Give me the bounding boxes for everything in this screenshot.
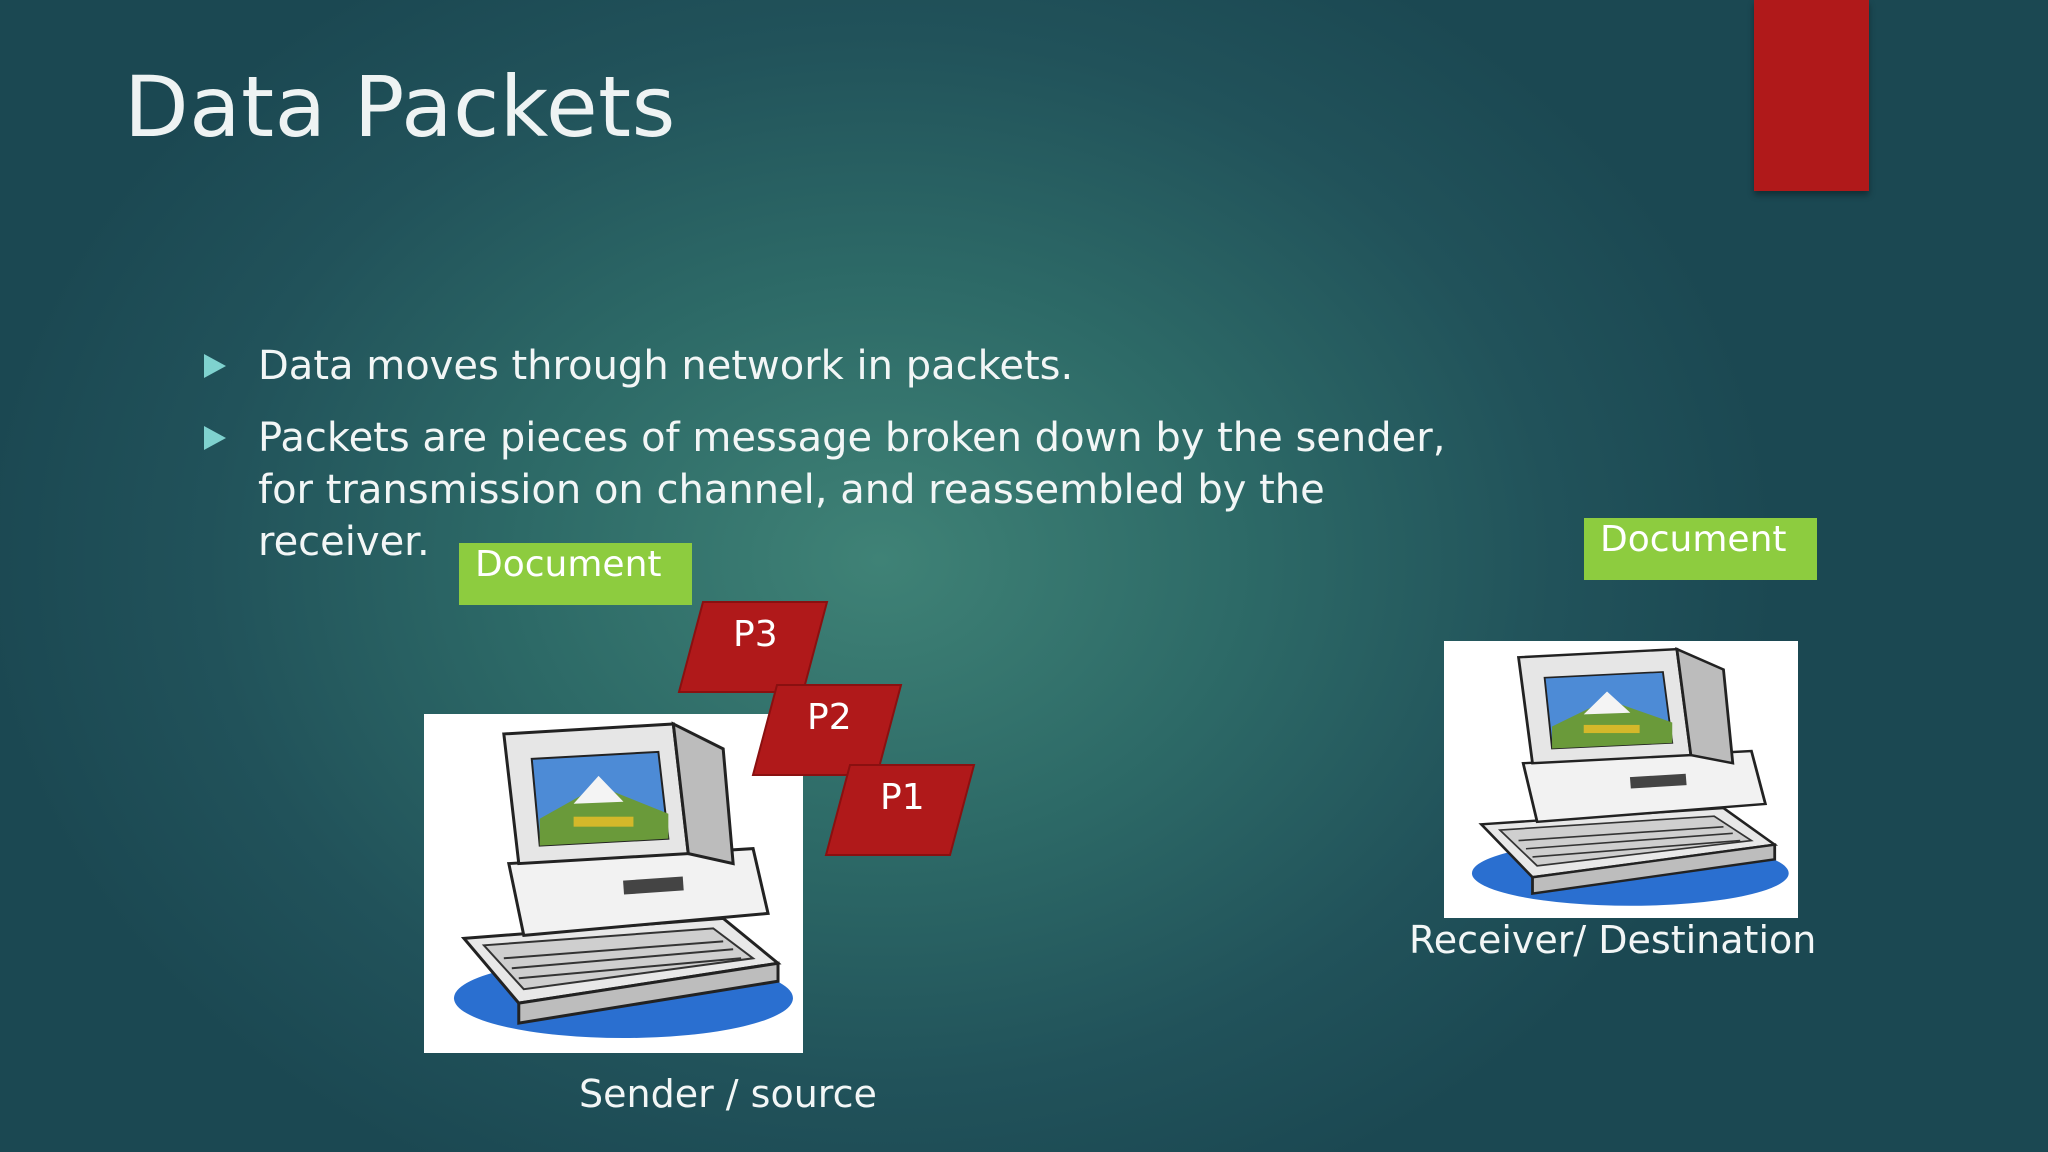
sender-caption: Sender / source bbox=[579, 1072, 877, 1116]
packet-label-p1: P1 bbox=[880, 777, 925, 818]
computer-icon bbox=[1471, 647, 1789, 906]
slide-title: Data Packets bbox=[124, 58, 676, 156]
triangle-bullet-icon bbox=[204, 426, 226, 450]
bullet-text: Packets are pieces of message broken dow… bbox=[258, 415, 1446, 565]
triangle-bullet-icon bbox=[204, 354, 226, 378]
bullet-item: Data moves through network in packets. bbox=[200, 340, 1500, 392]
receiver-caption: Receiver/ Destination bbox=[1409, 918, 1817, 962]
receiver-document-box: Document bbox=[1584, 518, 1817, 580]
sender-document-box: Document bbox=[459, 543, 692, 605]
bullet-item: Packets are pieces of message broken dow… bbox=[200, 412, 1500, 568]
bullet-list: Data moves through network in packets. P… bbox=[200, 340, 1500, 588]
sender-computer-image bbox=[424, 714, 803, 1053]
computer-icon bbox=[453, 721, 793, 1039]
receiver-computer-image bbox=[1444, 641, 1798, 918]
bullet-text: Data moves through network in packets. bbox=[258, 343, 1074, 389]
packet-label-p3: P3 bbox=[733, 614, 778, 655]
accent-bar bbox=[1754, 0, 1869, 191]
packet-label-p2: P2 bbox=[807, 697, 852, 738]
